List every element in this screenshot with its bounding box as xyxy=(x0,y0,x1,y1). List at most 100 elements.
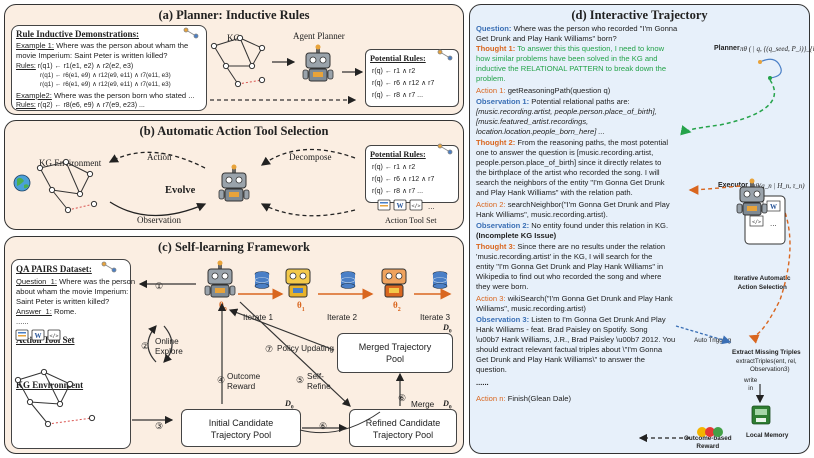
theta1-label: θ1 xyxy=(297,300,305,313)
thought3-text0: Since there are no results under the rel… xyxy=(517,242,666,251)
self-refine-arrow xyxy=(239,301,351,407)
demo-heading: Rule Inductive Demonstrations: xyxy=(16,29,139,39)
obs1-label: Observation 1: xyxy=(476,97,530,106)
potential-rules-title: Potential Rules: xyxy=(370,54,426,63)
incomplete-kg: (Incomplete KG Issue) xyxy=(476,231,557,240)
executor-robot-icon xyxy=(736,178,768,216)
thought1-text2: inductive the RELATIONAL PATTERN to brea… xyxy=(476,64,667,73)
obs2-text: No entity found under this relation in K… xyxy=(531,221,669,230)
graph-icon-small xyxy=(183,27,199,39)
qa-answer-line: Answer_1: Rome. xyxy=(16,307,76,316)
iterate3-label: Iterate 3 xyxy=(420,313,451,322)
step-2: ② xyxy=(141,341,150,351)
planner-label: Planner xyxy=(714,45,740,52)
qa-dots: ...... xyxy=(16,317,29,326)
outcome-based-reward-label: Outcome-based Reward xyxy=(684,435,732,450)
rule4: r(q2) ← r8(e6, e9) ∧ r7(e9, e23) ... xyxy=(37,102,145,109)
example1-text2: movie Imperium: Saint Peter is written k… xyxy=(16,51,168,60)
kg-nodes-a xyxy=(210,34,266,88)
step-7: ⑦ xyxy=(265,344,274,354)
action1-line: Action 1: getReasoningPath(question q) xyxy=(476,86,610,96)
extract-code: extractTriples(ent, rel, xyxy=(736,358,797,365)
agent-planner-robot-icon xyxy=(302,44,334,82)
action1-label: Action 1: xyxy=(476,86,506,95)
action2-label: Action 2: xyxy=(476,200,506,209)
graph-icon-c xyxy=(101,261,117,273)
theta1-robot-icon xyxy=(285,268,311,298)
potential-rule-b3: r(q) ← r8 ∧ r7 ... xyxy=(372,188,424,195)
action2-text0: searchNeighbor("I'm Gonna Get Drunk and … xyxy=(507,200,670,209)
obs3-text3: should extract relevant factual triples … xyxy=(476,345,663,354)
action-tool-title: (b) Automatic Action Tool Selection xyxy=(139,124,329,138)
thought1-label: Thought 1: xyxy=(476,44,516,53)
local-memory-label: Local Memory xyxy=(746,432,789,439)
obs3-text0: Listen to I'm Gonna Get Drunk And Play xyxy=(531,315,666,324)
refined-pool-box: Refined Candidate Trajectory Pool xyxy=(349,409,457,447)
thought3-label: Thought 3: xyxy=(476,242,516,251)
merge-label: Merge xyxy=(411,400,435,409)
question-line: Question: Where was the person who recor… xyxy=(476,24,677,34)
qa-question-label: Question_1: xyxy=(16,277,57,286)
qa-question-line: Question_1: Where was the person xyxy=(16,277,135,286)
extract-label: Extract Missing Triples xyxy=(732,349,801,356)
actionn-text: Finish(Glean Dale) xyxy=(507,394,571,403)
rule3: r(q1) ← r6(e1, e9) ∧ r12(e9, e11) ∧ r7(e… xyxy=(40,81,171,88)
kg-graph-c xyxy=(17,371,93,425)
iterative-label: Iterative Automatic Action Selection xyxy=(734,275,791,291)
theta2-label: θ2 xyxy=(393,300,401,313)
svg-text:...: ... xyxy=(770,219,777,228)
actionn-line: Action n: Finish(Glean Dale) xyxy=(476,394,571,404)
theta0-robot-icon xyxy=(204,260,236,298)
step-5: ⑤ xyxy=(296,375,305,385)
thought2-text4: search the neighbors of the entity "I'm … xyxy=(476,178,665,187)
thought2-text5: and Play Hank Williams" with the relatio… xyxy=(476,188,633,197)
d0-label-merged: D0 xyxy=(443,323,452,335)
self-learning-title: (c) Self-learning Framework xyxy=(157,240,311,254)
example1-text: Where was the person about wham the xyxy=(56,41,189,50)
action1-text: getReasoningPath(question q) xyxy=(507,86,611,95)
graph-icon-a xyxy=(437,49,453,61)
evolve-label: Evolve xyxy=(165,185,196,196)
tool-set-heading: Action Tool Set xyxy=(16,335,75,345)
obs3-text4: Get Drunk and Play Hank Williams\" to an… xyxy=(476,355,645,364)
rules2-label: Rules: xyxy=(16,102,36,109)
obs2-label: Observation 2: xyxy=(476,221,530,230)
executor-label: Executor xyxy=(718,182,748,189)
obs3-line: Observation 3: Listen to I'm Gonna Get D… xyxy=(476,315,666,325)
potential-rule-3: r(q) ← r8 ∧ r7 ... xyxy=(372,92,424,99)
thought2-text3: the birthplace of the artist who recorde… xyxy=(476,168,660,177)
self-refine-label: Self- Refine xyxy=(307,372,331,391)
action3-line: Action 3: wikiSearch("I'm Gonna Get Drun… xyxy=(476,294,673,304)
thought1-line: Thought 1: To answer this this question,… xyxy=(476,44,664,54)
qa-question-text3: Saint Peter is written killed? xyxy=(16,297,110,306)
thought2-line: Thought 2: From the reasoning paths, the… xyxy=(476,138,668,148)
qa-answer-text: Rome. xyxy=(54,307,77,316)
obs1-text0: Potential relational paths are: xyxy=(531,97,630,106)
iterate1-label: Iterate 1 xyxy=(243,313,274,322)
action3-text0: wikiSearch("I'm Gonna Get Drunk and Play… xyxy=(507,294,673,303)
kg-label: KG xyxy=(227,33,240,43)
local-memory-icon xyxy=(751,405,771,425)
decompose-label: Decompose xyxy=(289,152,332,162)
thought2-text0: From the reasoning paths, the most poten… xyxy=(517,138,669,147)
d0-label-initial: D0 xyxy=(285,399,294,411)
action2-text1: Hank Williams", music.recording.artist). xyxy=(476,210,608,219)
kg-environment-label: KG Environment xyxy=(39,158,102,168)
trajectory-panel: (d) Interactive Trajectory Question: Whe… xyxy=(469,4,814,454)
merged-pool-box: Merged Trajectory Pool xyxy=(337,333,453,373)
step-6: ⑥ xyxy=(319,421,328,431)
obs3-text2: \u00b7 Hank Williams, J.R., Brad Paisley… xyxy=(476,335,676,344)
potential-rules-title-b: Potential Rules: xyxy=(370,150,426,159)
tool-set-label: Action Tool Set xyxy=(385,216,437,225)
theta2-robot-icon xyxy=(381,268,407,298)
rule-demonstrations-box: Rule Inductive Demonstrations: Example 1… xyxy=(11,25,207,111)
iterate2-label: Iterate 2 xyxy=(327,313,358,322)
potential-rules-box-a: Potential Rules: r(q) ← r1 ∧ r2 r(q) ← r… xyxy=(365,49,459,107)
qa-question-text2: about wham the movie Imperium: xyxy=(16,287,129,296)
step-6b: ⑥ xyxy=(398,393,407,403)
kg-graph-a xyxy=(213,37,263,85)
svg-text:</>: </> xyxy=(752,220,761,226)
ellipsis: ...... xyxy=(476,378,489,387)
initial-merge-link xyxy=(299,411,381,434)
